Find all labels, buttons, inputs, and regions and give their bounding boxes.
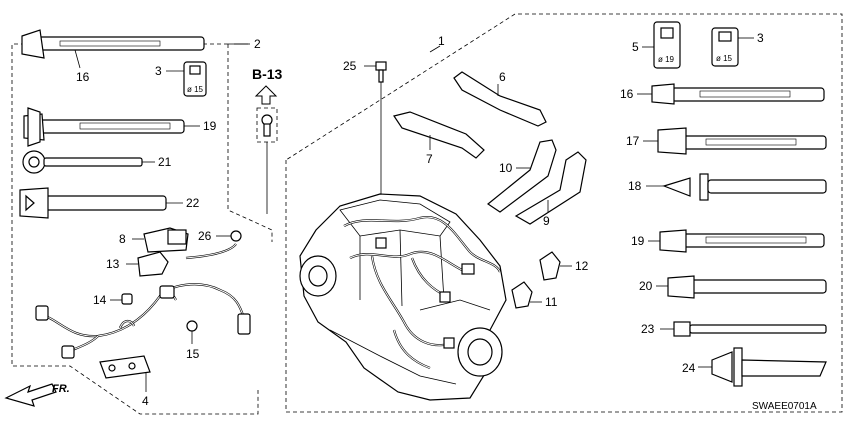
callout-21: 21 xyxy=(158,155,172,169)
part-23-band-tie[interactable] xyxy=(660,321,827,337)
part-10-harness-holder[interactable] xyxy=(486,139,557,213)
callout-19-right: 19 xyxy=(631,234,645,248)
callout-22: 22 xyxy=(186,196,200,210)
callout-23: 23 xyxy=(641,322,655,336)
part-3-clip-left[interactable]: ø 15 xyxy=(166,61,207,97)
engine-assembly-with-harness xyxy=(299,193,507,401)
callout-3-right: 3 xyxy=(757,31,764,45)
part-4-sub-harness[interactable] xyxy=(35,283,251,392)
callout-2: 2 xyxy=(254,37,261,51)
callout-16-right: 16 xyxy=(620,87,634,101)
callout-17: 17 xyxy=(626,134,640,148)
front-direction-arrow: FR. xyxy=(4,383,70,407)
part-8-connector-bracket[interactable] xyxy=(132,227,189,253)
part-15-nut[interactable] xyxy=(186,320,198,344)
diagram-code: SWAEE0701A xyxy=(752,401,817,412)
part-26-bolt-wire[interactable] xyxy=(185,230,242,260)
callout-12: 12 xyxy=(575,259,589,273)
callout-13: 13 xyxy=(106,257,120,271)
callout-5: 5 xyxy=(632,40,639,54)
callout-18: 18 xyxy=(628,179,642,193)
callout-3-left: 3 xyxy=(155,64,162,78)
part-12-connector[interactable] xyxy=(539,251,572,281)
callout-8: 8 xyxy=(119,232,126,246)
part-3-clip-right[interactable]: ø 15 xyxy=(711,27,754,67)
clip-size-right: ø 15 xyxy=(716,54,733,63)
callout-24: 24 xyxy=(682,361,696,375)
callout-14: 14 xyxy=(93,293,107,307)
callout-15: 15 xyxy=(186,347,200,361)
callout-7: 7 xyxy=(426,152,433,166)
front-label: FR. xyxy=(52,383,70,395)
callout-4: 4 xyxy=(142,394,149,408)
part-6-harness-bracket[interactable] xyxy=(453,71,547,127)
clip-size-left: ø 15 xyxy=(187,85,204,94)
clip-size-5: ø 19 xyxy=(658,55,675,64)
part-5-clip[interactable]: ø 19 xyxy=(642,21,681,69)
b13-reference: B-13 xyxy=(252,66,283,214)
part-14-clip[interactable] xyxy=(110,293,133,305)
callout-16-left: 16 xyxy=(76,70,90,84)
part-9-harness-holder[interactable] xyxy=(514,151,587,225)
part-13-connector-cover[interactable] xyxy=(126,251,169,277)
callout-19-left: 19 xyxy=(203,119,217,133)
part-21-band-clip[interactable] xyxy=(22,150,155,174)
part-7-harness-cover[interactable] xyxy=(393,111,485,159)
part-19-cable-tie-right[interactable] xyxy=(648,229,825,253)
callout-11: 11 xyxy=(545,295,558,309)
part-11-connector[interactable] xyxy=(511,281,542,309)
callout-1: 1 xyxy=(438,34,445,48)
part-22-cable-tie[interactable] xyxy=(19,187,183,219)
callout-9: 9 xyxy=(543,214,550,228)
callout-26: 26 xyxy=(198,229,212,243)
part-16-cable-tie-right[interactable] xyxy=(637,83,825,105)
part-20-cable-tie[interactable] xyxy=(656,275,827,299)
callout-20: 20 xyxy=(639,279,653,293)
part-18-push-clip[interactable] xyxy=(646,173,827,201)
part-16-cable-tie-left[interactable] xyxy=(21,29,205,69)
callout-6: 6 xyxy=(499,70,506,84)
part-17-cable-tie[interactable] xyxy=(643,127,827,155)
reference-box-label: B-13 xyxy=(252,66,283,82)
group-1-outline xyxy=(285,13,843,413)
part-19-cable-tie-left[interactable] xyxy=(23,107,200,147)
callout-25: 25 xyxy=(343,59,357,73)
callout-10: 10 xyxy=(499,161,513,175)
part-24-push-clip[interactable] xyxy=(698,347,827,387)
